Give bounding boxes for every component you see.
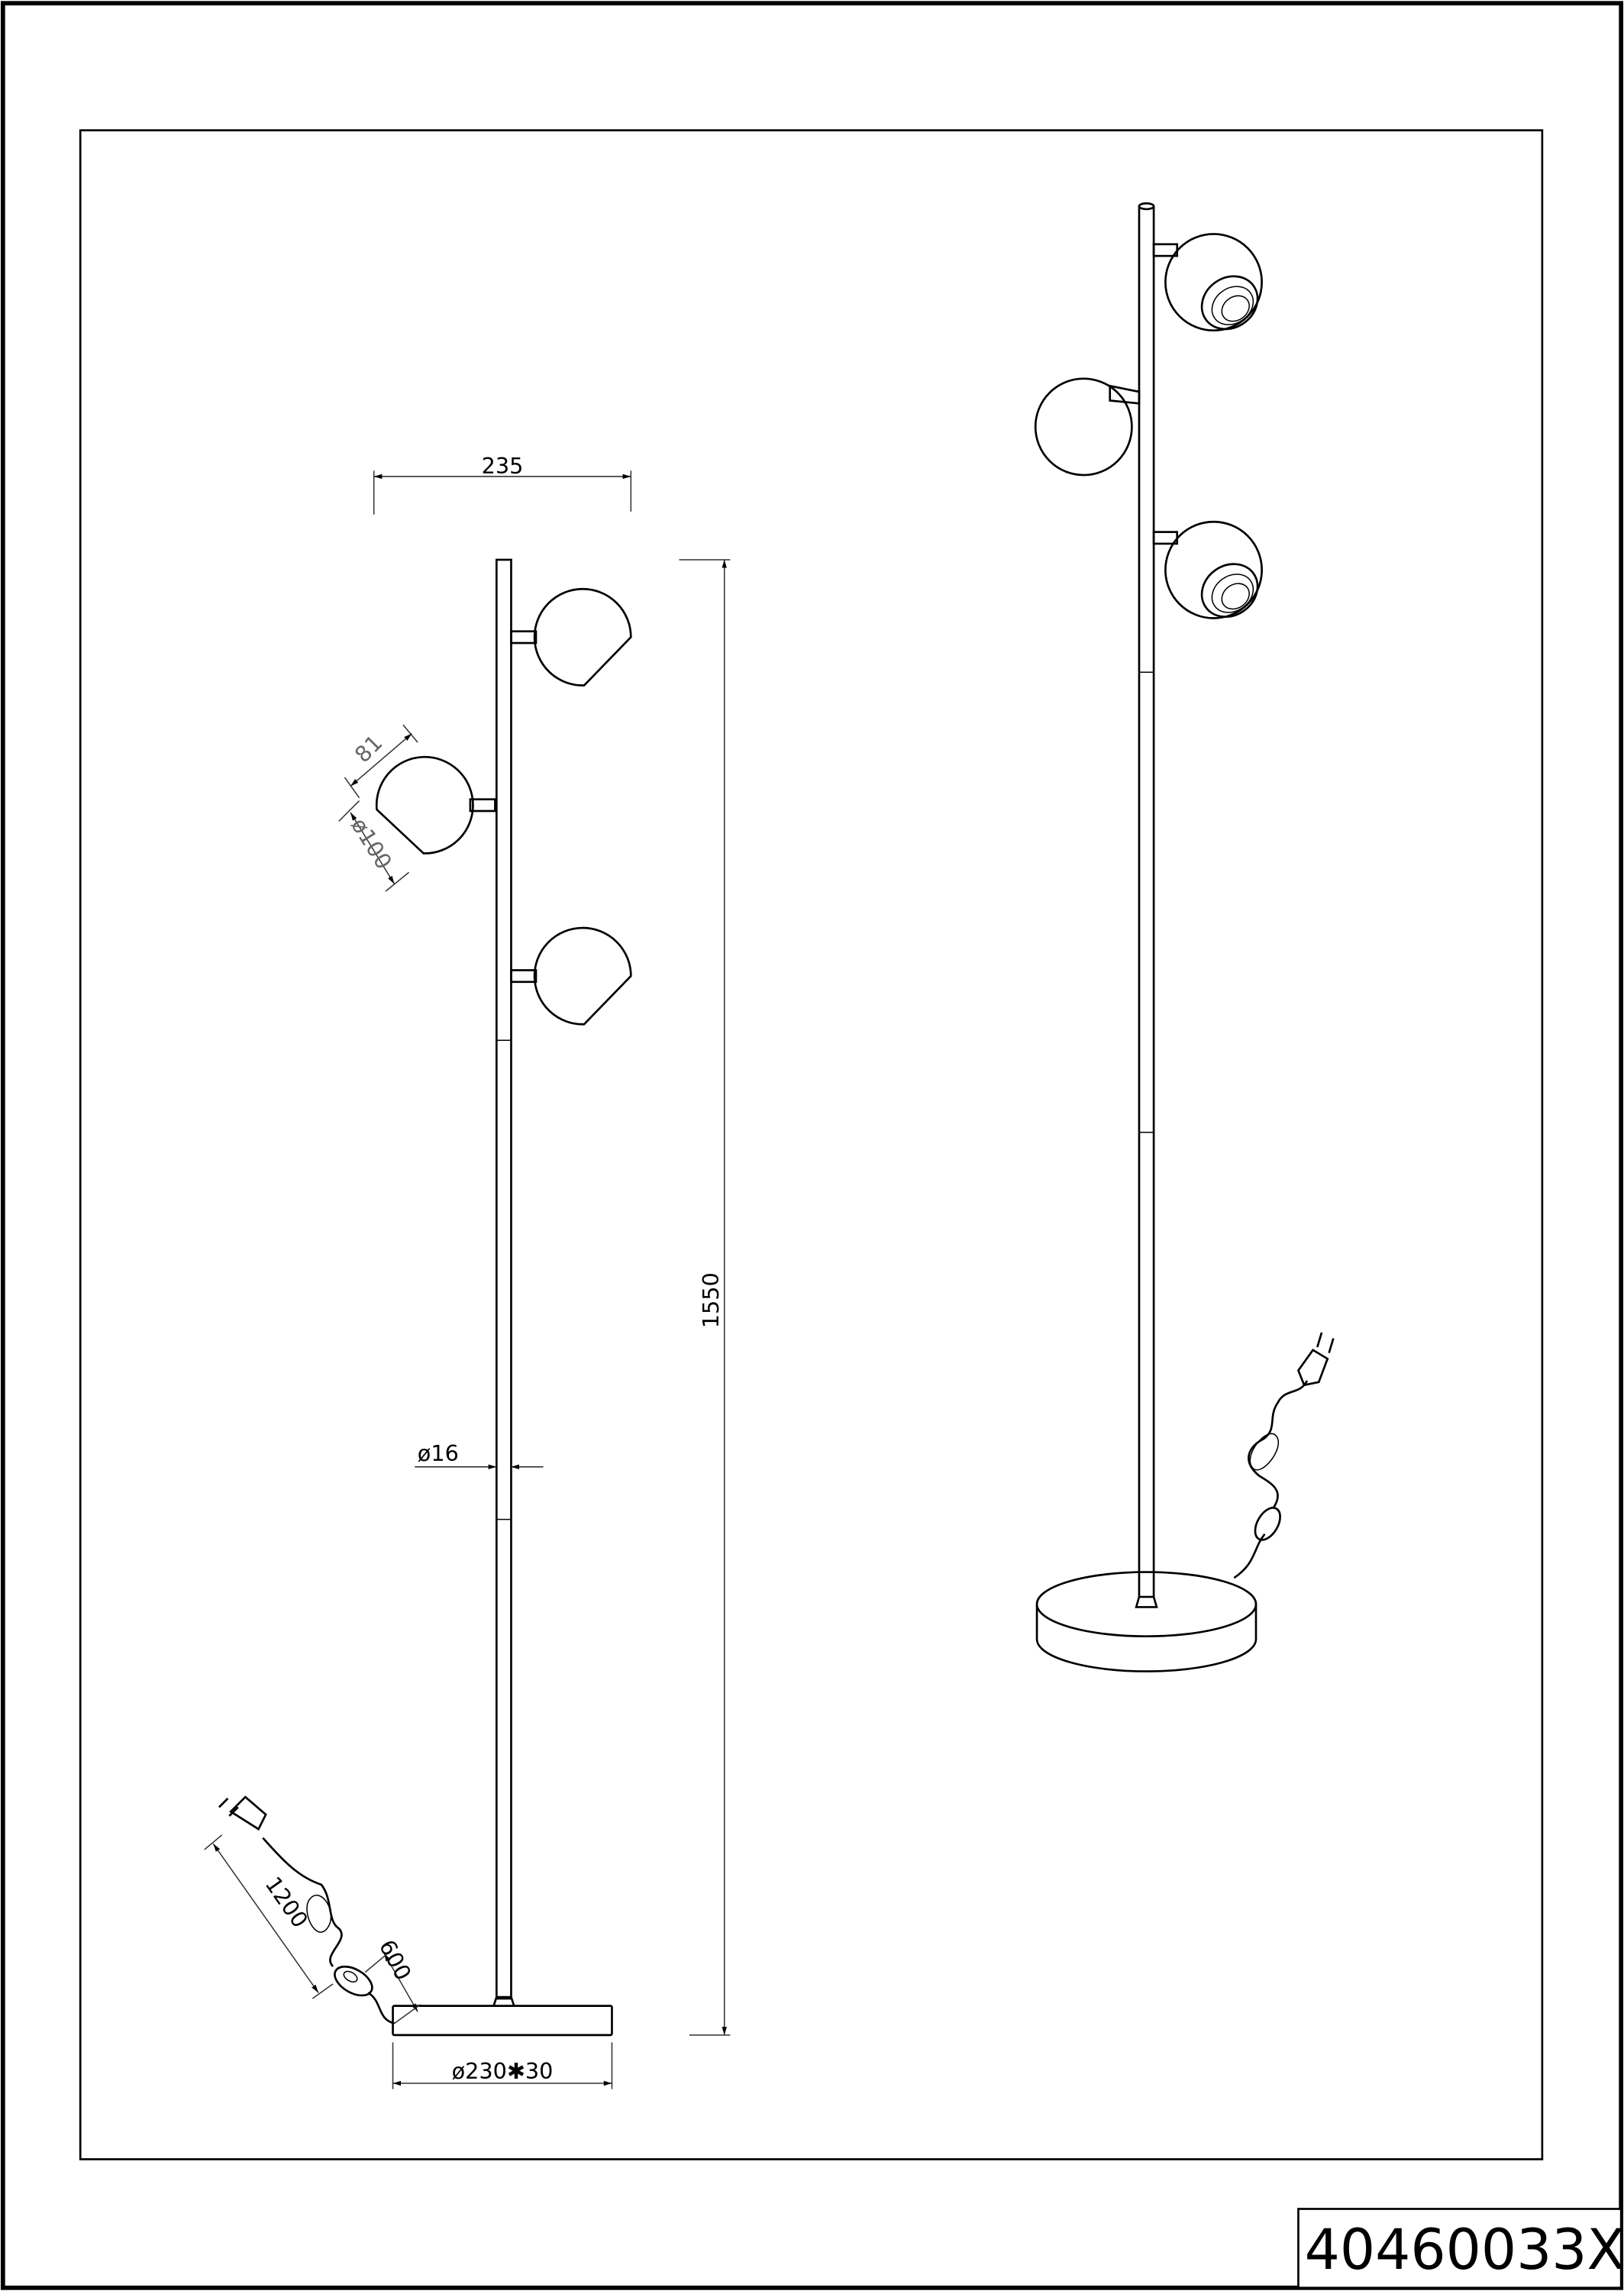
product-code: 40460033X: [1305, 2218, 1624, 2283]
base: [1035, 1571, 1258, 1672]
shade-top: [1152, 233, 1263, 332]
dimension-pole-diameter: ø16: [415, 1440, 544, 1470]
side-view-lamp: 235 1550 ø16 81 ø100 1: [204, 453, 731, 2089]
shade-top: [510, 587, 632, 687]
shade-middle: [1034, 377, 1141, 477]
perspective-view-lamp: [1034, 202, 1335, 1672]
shade-bottom: [510, 926, 632, 1026]
shade-middle: [375, 755, 496, 855]
dimension-base: ø230✱30: [392, 2042, 613, 2089]
drawing-frame: [79, 129, 1544, 2160]
pole-collar: [492, 1995, 515, 2007]
cable-length-label: 1200: [260, 1872, 314, 1932]
pole: [496, 558, 512, 2000]
dimension-cable-length: 1200: [204, 1834, 334, 1999]
height-label: 1550: [698, 1272, 724, 1328]
power-cord: [1233, 1332, 1335, 1579]
width-label: 235: [482, 453, 524, 479]
dimension-width: 235: [373, 453, 632, 515]
dimension-height: 1550: [679, 559, 731, 2036]
foot-switch: [334, 1965, 373, 1997]
dimension-shade-diameter: ø100: [338, 800, 410, 892]
base: [392, 2005, 613, 2037]
pole-diameter-label: ø16: [418, 1440, 459, 1466]
shade-depth-label: 81: [350, 729, 388, 767]
switch-distance-label: 600: [374, 1935, 417, 1984]
title-block: 40460033X: [1297, 2208, 1624, 2289]
base-label: ø230✱30: [452, 2058, 554, 2084]
shade-bottom: [1152, 520, 1263, 619]
foot-switch: [1254, 1507, 1281, 1541]
